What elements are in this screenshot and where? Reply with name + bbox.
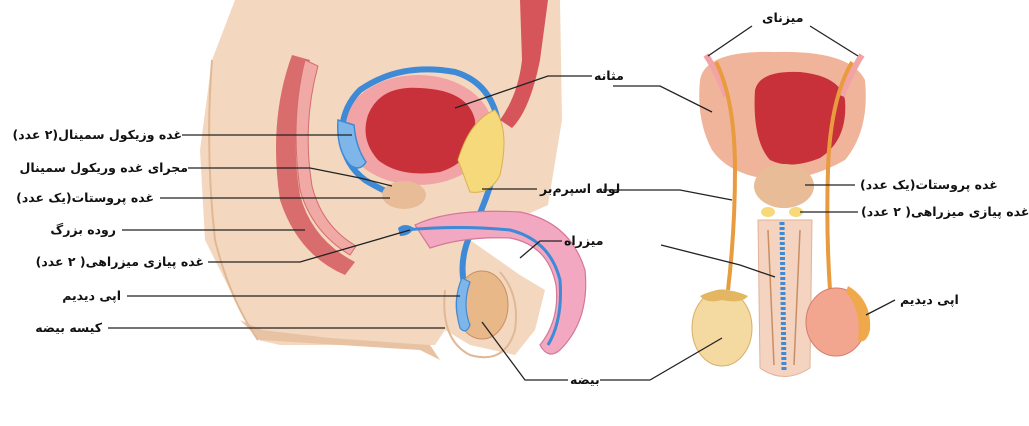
r-ureter-left	[703, 53, 729, 98]
r-gland-right	[789, 207, 803, 217]
epididymis-shape	[455, 277, 471, 332]
r-ureter-right	[839, 53, 865, 98]
seminal-vesicle-shape	[337, 119, 367, 169]
label-urethra: میزراه	[564, 233, 604, 248]
label-bulbourethral-right: غده پیازی میزراهی( ۲ عدد)	[861, 204, 1029, 219]
bladder-inner	[365, 87, 476, 174]
r-vas-right	[825, 60, 854, 291]
r-testis-left	[691, 289, 753, 367]
large-intestine	[295, 59, 357, 256]
label-seminal-duct: مجرای غده وریکول سمینال	[19, 160, 189, 175]
r-prostate	[754, 164, 814, 208]
scrotum-shape	[443, 271, 517, 359]
r-epididymis-left	[700, 290, 748, 302]
label-vas-deferens: لوله اسپرم‌بر	[540, 181, 621, 196]
r-corpus-left	[767, 229, 775, 366]
label-seminal-vesicle: غده وزیکول سمینال(۲ عدد)	[12, 127, 182, 142]
label-testis: بیضه	[570, 372, 600, 387]
label-prostate-left: غده پروستات(یک عدد)	[16, 190, 154, 205]
r-gland-left	[761, 207, 775, 217]
leader-lines	[108, 25, 896, 381]
pubic-gland	[457, 109, 505, 193]
r-corpus-right	[793, 229, 801, 366]
abdominal-wall	[500, 0, 548, 128]
r-vas-left	[714, 61, 738, 291]
urethra-line	[404, 226, 562, 346]
label-epididymis-right: اپی دیدیم	[900, 292, 959, 307]
spine-band	[276, 55, 355, 275]
illustration	[108, 0, 896, 381]
label-large-intestine: روده بزرگ	[50, 222, 116, 237]
r-bladder-inner	[754, 71, 846, 165]
label-scrotum: کیسه بیضه	[35, 320, 102, 335]
label-bladder: مثانه	[594, 68, 624, 83]
r-epididymis-right	[846, 286, 871, 342]
prostate-shape	[382, 181, 426, 209]
abdomen-edge	[208, 59, 259, 341]
label-bulbourethral-left: غده پیازی میزراهی( ۲ عدد)	[35, 254, 204, 269]
label-epididymis-left: اپی دیدیم	[62, 288, 121, 303]
anatomy-diagram: غده وزیکول سمینال(۲ عدد) مجرای غده وریکو…	[12, 0, 1029, 387]
label-ureter: میزنای	[762, 10, 804, 25]
label-prostate-right: غده پروستات(یک عدد)	[860, 177, 998, 192]
thigh-shade	[240, 320, 440, 360]
